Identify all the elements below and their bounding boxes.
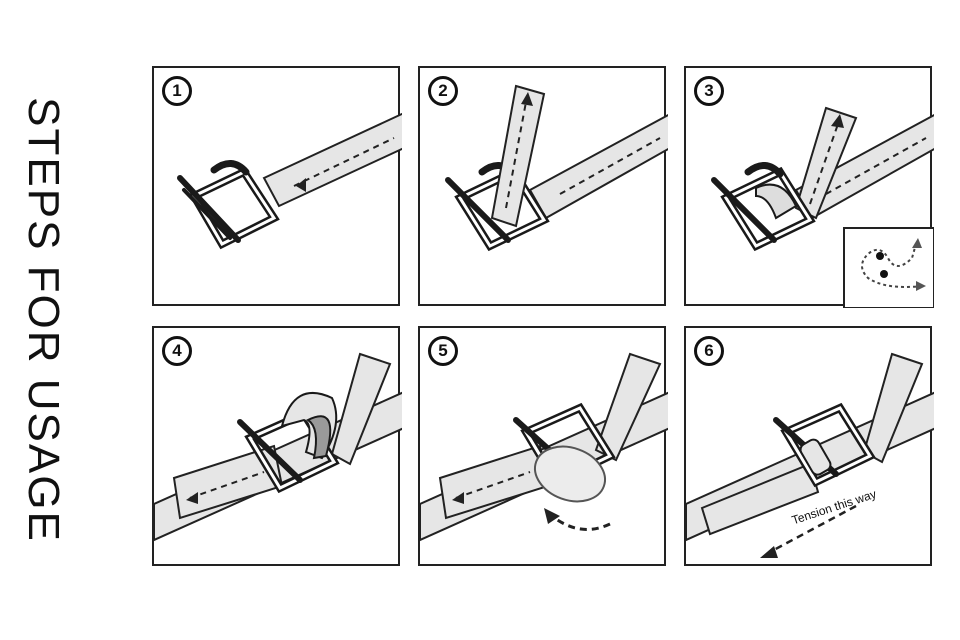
buckle-icon [177, 160, 280, 250]
strap-icon [154, 352, 402, 542]
arrow-icon [521, 92, 533, 106]
step-panel-6: 6 Tension this way [684, 326, 934, 566]
step-3-illustration [711, 106, 934, 308]
step-number-5: 5 [428, 336, 458, 366]
step-number-6: 6 [694, 336, 724, 366]
buckle-icon [711, 162, 816, 252]
strap-icon [420, 352, 668, 542]
step-panel-2: 2 [418, 66, 668, 306]
strap-icon [528, 113, 668, 220]
step-6-illustration [686, 352, 934, 558]
arrow-icon [760, 504, 857, 558]
buckle-icon [237, 392, 340, 494]
step-panel-4: 4 [152, 326, 402, 566]
buckle-icon [445, 162, 550, 252]
step-1-illustration [177, 112, 402, 250]
strap-icon [490, 84, 546, 228]
strap-icon [262, 112, 402, 208]
strap-icon [794, 106, 934, 220]
step-number-2: 2 [428, 76, 458, 106]
step-number-1: 1 [162, 76, 192, 106]
step-panel-5: 5 [418, 326, 668, 566]
buckle-icon [773, 402, 876, 488]
step-panel-3: 3 [684, 66, 934, 308]
step-number-3: 3 [694, 76, 724, 106]
step-2-illustration [445, 84, 668, 252]
page-title: STEPS FOR USAGE [19, 97, 68, 543]
rotate-arrow-icon [544, 508, 611, 531]
buckle-icon [513, 402, 616, 503]
step-number-4: 4 [162, 336, 192, 366]
step-4-illustration [154, 352, 402, 542]
title-vertical: STEPS FOR USAGE [0, 0, 90, 640]
step-5-illustration [420, 352, 668, 542]
step-panel-1: 1 [152, 66, 402, 306]
threading-inset-icon [843, 227, 934, 308]
